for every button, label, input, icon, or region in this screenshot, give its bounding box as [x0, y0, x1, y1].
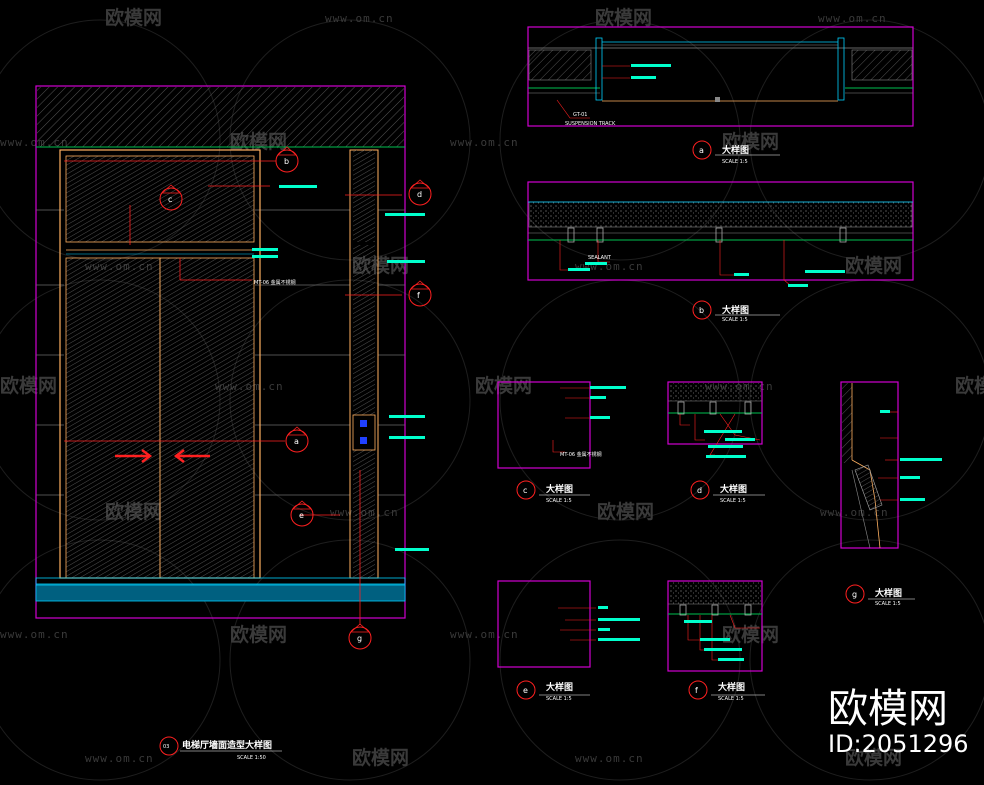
watermark-url: www.om.cn: [450, 136, 519, 149]
watermark-brand: 欧模网: [845, 746, 902, 769]
svg-text:MT-06 金属不锈钢: MT-06 金属不锈钢: [560, 451, 602, 458]
main-elevation: MT-06 金属不锈钢 b c d f a: [35, 85, 432, 761]
watermark-brand: 欧模网: [955, 374, 984, 397]
watermark-url: www.om.cn: [820, 506, 889, 519]
svg-text:g: g: [357, 634, 362, 643]
svg-text:f: f: [417, 291, 420, 300]
watermark-brand: 欧模网: [230, 623, 287, 646]
section-marker-e: e: [290, 500, 314, 527]
svg-text:大样图: 大样图: [722, 304, 749, 316]
section-marker-g: g: [348, 623, 372, 650]
ceiling-hatch: [37, 87, 404, 147]
elevation-frame: [35, 85, 406, 619]
svg-text:SCALE 1:5: SCALE 1:5: [546, 498, 572, 504]
svg-text:大样图: 大样图: [546, 681, 573, 693]
svg-text:GT-01: GT-01: [573, 112, 587, 118]
svg-text:SUSPENSION TRACK: SUSPENSION TRACK: [565, 121, 616, 127]
door-leaf-left: [65, 257, 161, 579]
watermark-brand: 欧模网: [845, 254, 902, 277]
detail-b: SEALANT b 大样图 SCALE 1:5: [527, 181, 914, 323]
section-marker-c: c: [159, 184, 183, 211]
section-marker-b: b: [275, 146, 299, 173]
svg-text:e: e: [523, 686, 528, 695]
section-marker-a: a: [285, 426, 309, 453]
floor-band: [35, 584, 406, 602]
watermark-brand: 欧模网: [475, 374, 532, 397]
branding: 欧模网 ID:2051296: [828, 686, 969, 758]
brand-id: ID:2051296: [828, 730, 969, 758]
svg-text:大样图: 大样图: [546, 483, 573, 495]
detail-c: MT-06 金属不锈钢 c 大样图 SCALE 1:5: [497, 381, 626, 504]
watermark-brand: 欧模网: [105, 6, 162, 29]
door-leaf-right: [159, 257, 255, 579]
svg-text:SCALE 1:5: SCALE 1:5: [546, 696, 572, 702]
svg-text:大样图: 大样图: [875, 587, 902, 599]
watermark-url: www.om.cn: [818, 12, 887, 25]
watermark-brand: 欧模网: [722, 130, 779, 153]
section-marker-f: f: [408, 280, 432, 307]
detail-a: GT-01 SUSPENSION TRACK a 大样图 SCALE 1:5: [527, 26, 914, 165]
section-marker-d: d: [408, 179, 432, 206]
svg-text:SCALE 1:5: SCALE 1:5: [720, 498, 746, 504]
svg-text:b: b: [699, 306, 704, 315]
svg-text:b: b: [284, 157, 289, 166]
svg-text:SCALE 1:50: SCALE 1:50: [237, 755, 266, 761]
main-elevation-title: 03 电梯厅墙面造型大样图 SCALE 1:50: [159, 736, 282, 761]
watermark-url: www.om.cn: [85, 752, 154, 765]
svg-text:大样图: 大样图: [722, 144, 749, 156]
detail-g: g 大样图 SCALE 1:5: [840, 381, 942, 607]
watermark-url: www.om.cn: [575, 752, 644, 765]
watermark-brand: 欧模网: [352, 746, 409, 769]
watermark-brand: 欧模网: [0, 374, 57, 397]
svg-text:e: e: [299, 511, 304, 520]
svg-text:SCALE 1:5: SCALE 1:5: [722, 159, 748, 165]
watermark-brand: 欧模网: [595, 6, 652, 29]
call-button-panel: [352, 414, 376, 451]
detail-d: d 大样图 SCALE 1:5: [667, 381, 765, 504]
svg-text:SCALE 1:5: SCALE 1:5: [875, 601, 901, 607]
svg-text:c: c: [523, 486, 527, 495]
watermark-url: www.om.cn: [450, 628, 519, 641]
elevation-note: MT-06 金属不锈钢: [254, 279, 296, 286]
svg-text:a: a: [294, 437, 299, 446]
watermark-url: www.om.cn: [0, 628, 69, 641]
door-open-arrows: [115, 449, 210, 463]
svg-text:大样图: 大样图: [720, 483, 747, 495]
watermark-brand: 欧模网: [597, 500, 654, 523]
svg-text:SEALANT: SEALANT: [588, 255, 612, 261]
brand-name: 欧模网: [828, 686, 948, 732]
svg-text:SCALE 1:5: SCALE 1:5: [722, 317, 748, 323]
watermark-brand: 欧模网: [722, 623, 779, 646]
svg-text:电梯厅墙面造型大样图: 电梯厅墙面造型大样图: [182, 739, 272, 751]
svg-text:f: f: [695, 686, 698, 695]
svg-text:d: d: [697, 486, 702, 495]
svg-text:03: 03: [163, 744, 169, 750]
svg-text:g: g: [852, 590, 857, 599]
detail-f: f 大样图 SCALE 1:5: [667, 580, 765, 702]
detail-e: e 大样图 SCALE 1:5: [497, 580, 640, 702]
svg-text:SCALE 1:5: SCALE 1:5: [718, 696, 744, 702]
svg-text:c: c: [168, 195, 172, 204]
svg-text:d: d: [417, 190, 422, 199]
svg-text:大样图: 大样图: [718, 681, 745, 693]
svg-text:a: a: [699, 146, 704, 155]
watermark-url: www.om.cn: [325, 12, 394, 25]
